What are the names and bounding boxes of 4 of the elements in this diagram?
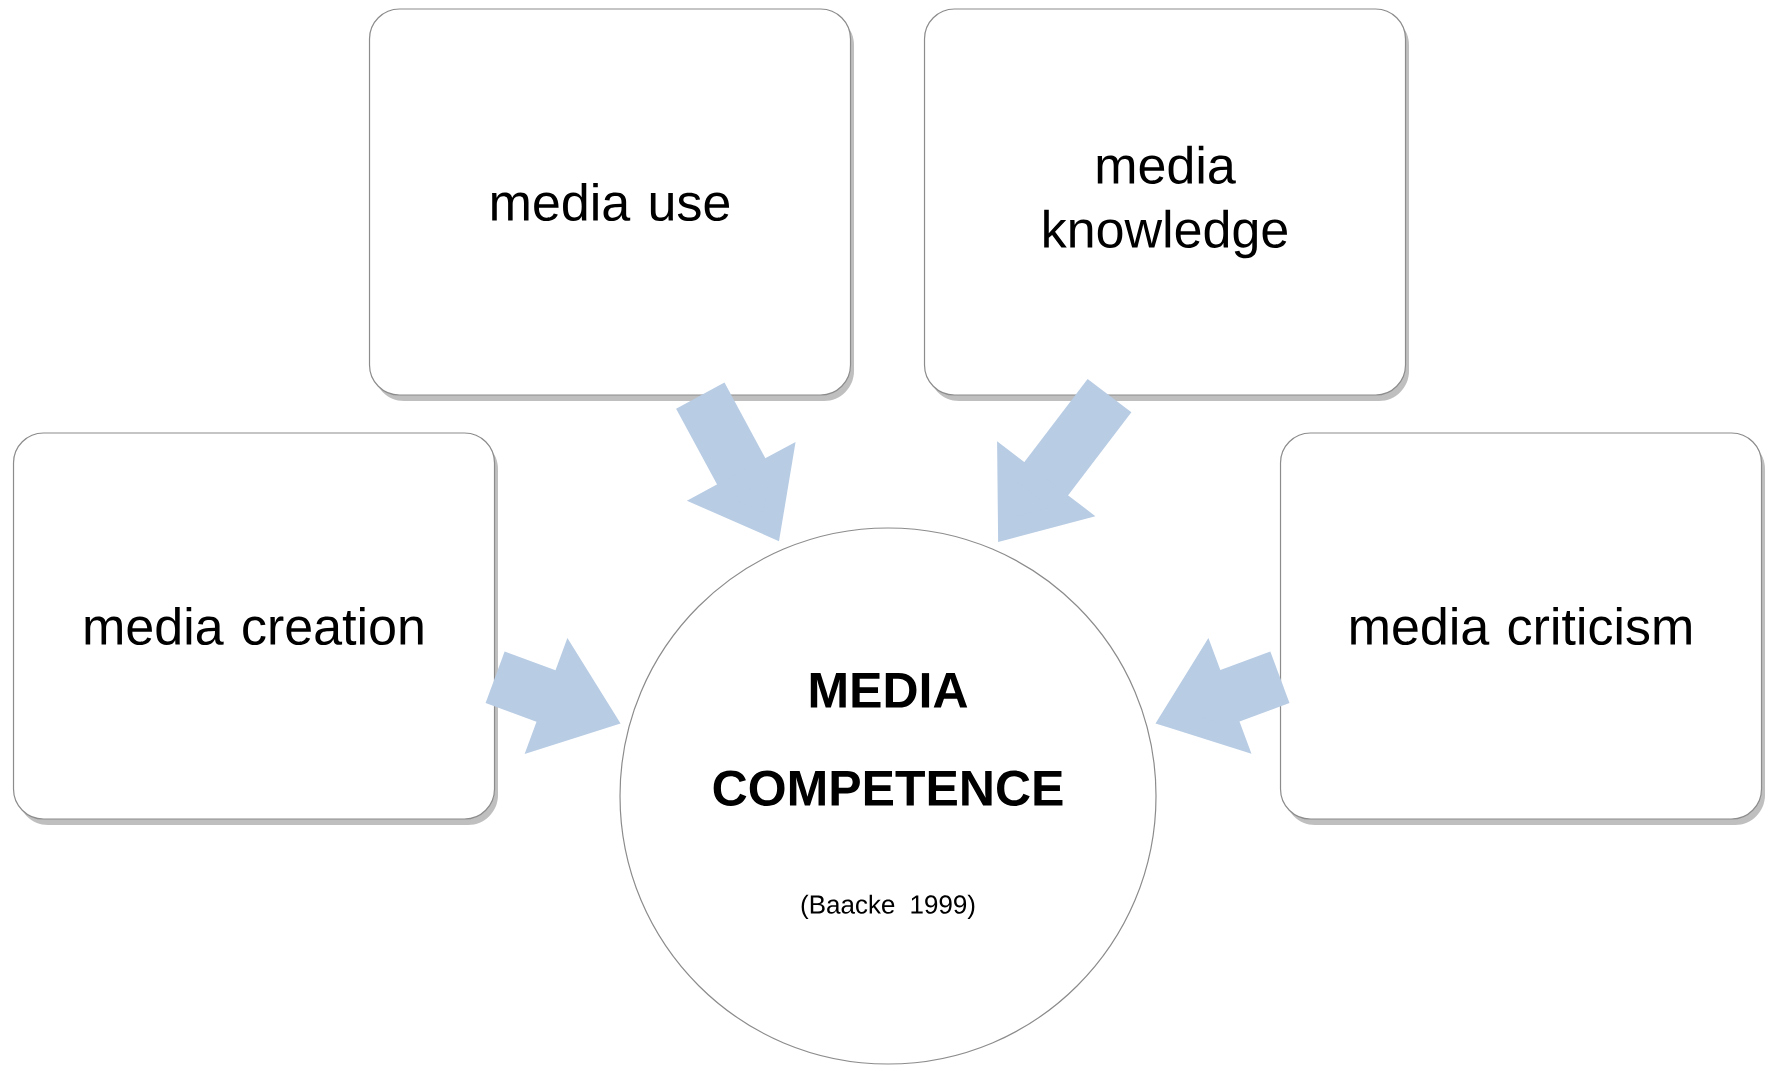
text-box: media creation [12,432,498,825]
text-box: media use [368,8,854,401]
text-box: media knowledge [923,8,1409,401]
text-box: media criticism [1279,432,1765,825]
